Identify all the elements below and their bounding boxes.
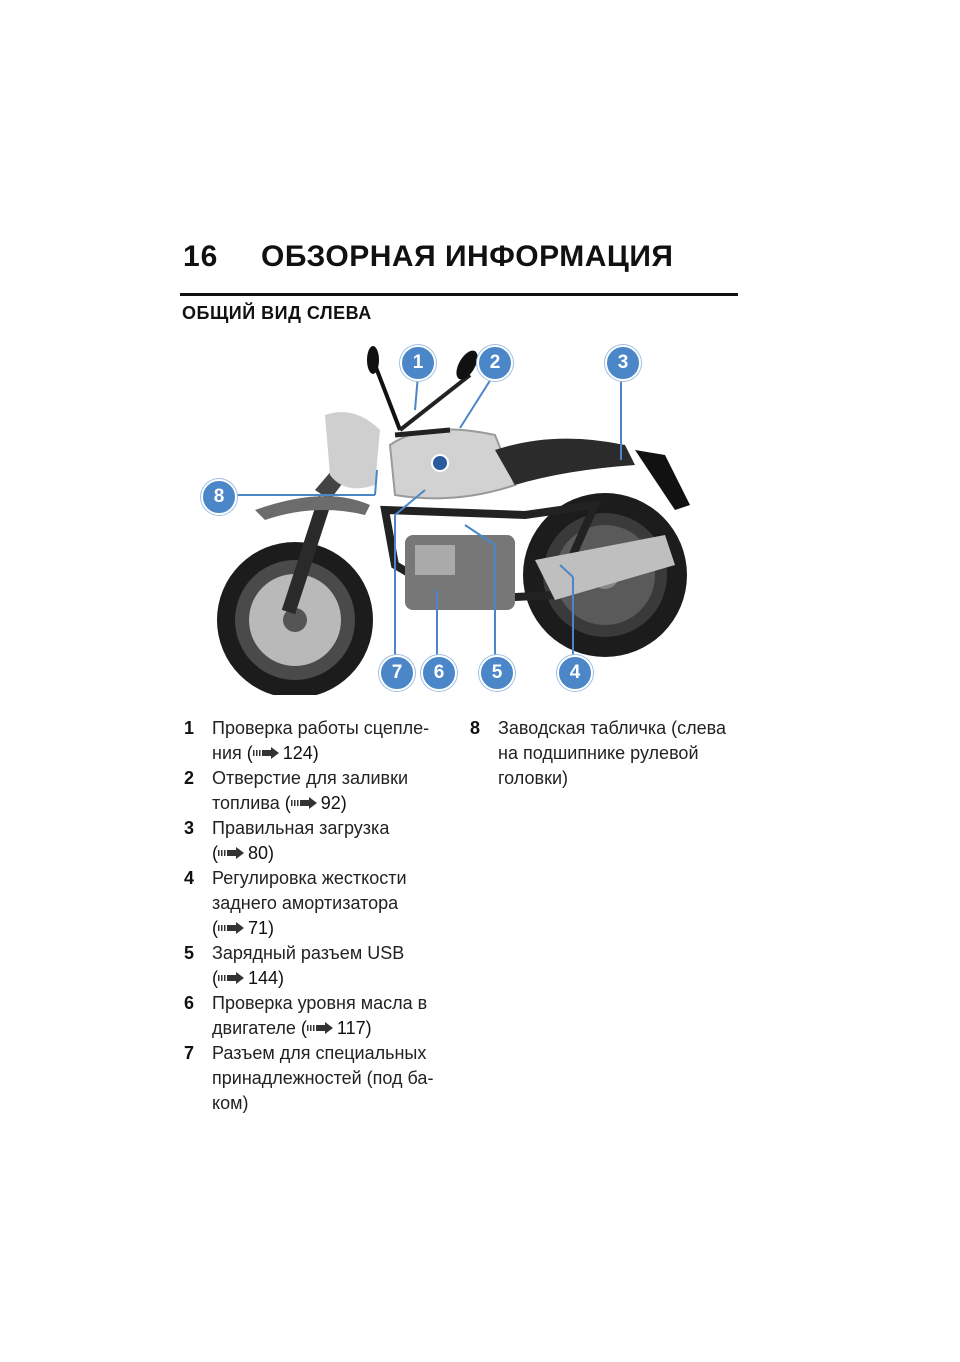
- legend-item: 2 Отверстие для заливки топлива (92): [184, 766, 444, 816]
- legend-number: 2: [184, 768, 195, 788]
- legend-text: Правильная загрузка: [212, 818, 390, 838]
- callout-2: 2: [477, 345, 513, 381]
- legend-number: 7: [184, 1043, 195, 1063]
- legend-list-left: 1 Проверка работы сцепле- ния (124) 2 От…: [184, 716, 444, 1116]
- legend-text: Разъем для специальных принадлежностей (…: [212, 1043, 434, 1113]
- legend-text: Проверка работы сцепле- ния: [212, 718, 430, 763]
- page-reference[interactable]: (117): [300, 1018, 372, 1038]
- callout-5: 5: [479, 655, 515, 691]
- legend-text: Проверка уровня масла в двигателе: [212, 993, 428, 1038]
- legend-item: 3 Правильная загрузка (80): [184, 816, 444, 866]
- page-reference[interactable]: (92): [284, 793, 347, 813]
- legend-list-right: 8 Заводская табличка (слева на подшипник…: [470, 716, 740, 791]
- header-divider: [180, 293, 738, 296]
- legend-number: 4: [184, 868, 195, 888]
- legend-text: Регулировка жесткости заднего амортизато…: [212, 868, 407, 913]
- legend-item: 8 Заводская табличка (слева на подшипник…: [470, 716, 740, 791]
- legend-number: 8: [470, 718, 481, 738]
- legend-item: 5 Зарядный разъем USB (144): [184, 941, 444, 991]
- legend-number: 5: [184, 943, 195, 963]
- legend-text: Отверстие для заливки топлива: [212, 768, 409, 813]
- motorcycle-figure: 1 2 3 4 5 6 7 8: [195, 335, 715, 695]
- legend-number: 1: [184, 718, 195, 738]
- callout-1: 1: [400, 345, 436, 381]
- legend-text: Зарядный разъем USB: [212, 943, 405, 963]
- motorcycle-illustration: [217, 346, 690, 695]
- page-ref-arrow-icon: [306, 1022, 333, 1035]
- page-reference[interactable]: (144): [212, 968, 285, 988]
- callout-7: 7: [379, 655, 415, 691]
- legend-number: 6: [184, 993, 195, 1013]
- page-ref-arrow-icon: [290, 797, 317, 810]
- page-number: 16: [183, 240, 219, 273]
- page-reference[interactable]: (71): [212, 918, 275, 938]
- section-title: ОБЩИЙ ВИД СЛЕВА: [182, 303, 372, 323]
- legend-item: 6 Проверка уровня масла в двигателе (117…: [184, 991, 444, 1041]
- callout-4: 4: [557, 655, 593, 691]
- callout-8: 8: [201, 479, 237, 515]
- page-ref-arrow-icon: [218, 972, 244, 985]
- page-ref-arrow-icon: [218, 847, 244, 860]
- page-ref-arrow-icon: [252, 747, 279, 760]
- page-ref-arrow-icon: [218, 922, 244, 935]
- legend-text: Заводская табличка (слева на подшипнике …: [498, 718, 727, 788]
- legend-item: 1 Проверка работы сцепле- ния (124): [184, 716, 444, 766]
- callout-3: 3: [605, 345, 641, 381]
- legend-item: 4 Регулировка жесткости заднего амортиза…: [184, 866, 444, 941]
- callout-6: 6: [421, 655, 457, 691]
- page-reference[interactable]: (124): [246, 743, 319, 763]
- legend-number: 3: [184, 818, 195, 838]
- legend-item: 7 Разъем для специальных принадлежностей…: [184, 1041, 444, 1116]
- page-reference[interactable]: (80): [212, 843, 275, 863]
- chapter-title: ОБЗОРНАЯ ИНФОРМАЦИЯ: [261, 240, 674, 273]
